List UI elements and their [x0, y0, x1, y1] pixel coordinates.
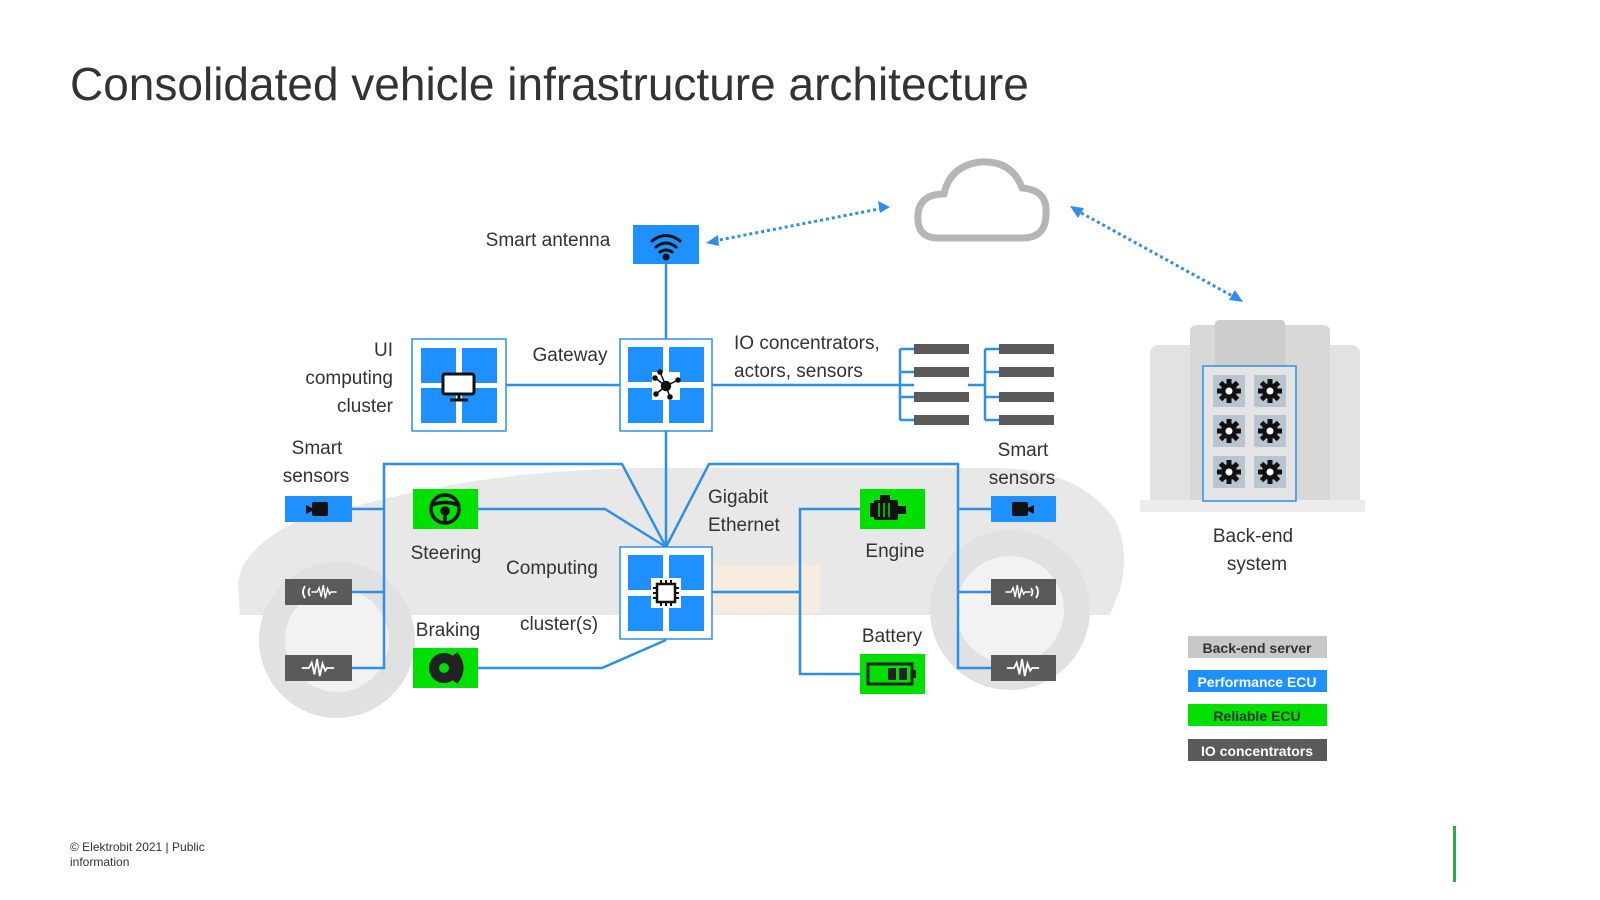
smart-antenna-node	[633, 225, 699, 264]
camera-sensor-left	[285, 496, 352, 522]
svg-text:IO concentrators: IO concentrators	[1201, 743, 1313, 759]
legend: Back-end server Performance ECU Reliable…	[1188, 636, 1327, 761]
radar-pulse-icon	[1004, 584, 1039, 599]
svg-text:computing: computing	[305, 368, 393, 389]
svg-text:Back-end: Back-end	[1213, 526, 1293, 547]
smart-antenna-label: Smart antenna	[486, 230, 611, 251]
svg-text:Performance ECU: Performance ECU	[1197, 674, 1316, 690]
ui-computing-cluster-node	[411, 338, 507, 432]
io-sensor-right-2	[991, 655, 1056, 681]
wireless-link-antenna-cloud	[706, 201, 890, 246]
battery-icon	[866, 662, 916, 686]
camera-sensor-right	[991, 496, 1056, 522]
svg-text:Back-end server: Back-end server	[1203, 640, 1313, 656]
clusters-label: cluster(s)	[520, 614, 598, 635]
camera-icon	[306, 502, 328, 516]
hub-icon	[652, 369, 681, 400]
io-concentrators-label: IO concentrators, actors, sensors	[734, 333, 880, 382]
battery-ecu	[860, 654, 925, 694]
backend-label: Back-end system	[1213, 526, 1293, 575]
svg-text:© Elektrobit 2021 | Public: © Elektrobit 2021 | Public	[70, 840, 205, 854]
svg-text:sensors: sensors	[989, 468, 1056, 489]
ethernet-network-lines	[352, 264, 999, 676]
io-concentrator-group	[914, 344, 1054, 425]
svg-text:Smart: Smart	[292, 438, 343, 459]
engine-label: Engine	[865, 541, 924, 562]
io-sensor-left-2	[285, 655, 352, 681]
smart-sensors-right-label: Smart sensors	[989, 440, 1056, 489]
svg-text:Reliable ECU: Reliable ECU	[1213, 708, 1300, 724]
svg-text:actors, sensors: actors, sensors	[734, 361, 863, 382]
radar-pulse-icon	[302, 584, 338, 599]
steering-ecu	[413, 489, 478, 529]
battery-label: Battery	[862, 626, 923, 647]
svg-text:system: system	[1227, 554, 1287, 575]
camera-icon	[1012, 502, 1034, 516]
computing-label: Computing	[506, 558, 598, 579]
braking-ecu	[413, 648, 478, 688]
svg-text:Gigabit: Gigabit	[708, 487, 769, 508]
page-title: Consolidated vehicle infrastructure arch…	[70, 58, 1029, 110]
svg-text:Smart: Smart	[998, 440, 1049, 461]
gigabit-ethernet-label: Gigabit Ethernet	[708, 487, 781, 536]
footer-copyright: © Elektrobit 2021 | Public information	[70, 840, 205, 869]
brake-disc-icon	[429, 652, 464, 684]
engine-icon	[870, 495, 906, 520]
legend-item-performance-ecu: Performance ECU	[1188, 670, 1327, 692]
chip-icon	[651, 578, 681, 608]
svg-text:cluster: cluster	[337, 396, 394, 417]
svg-text:Ethernet: Ethernet	[708, 515, 781, 536]
legend-item-io-concentrators: IO concentrators	[1188, 739, 1327, 761]
computing-cluster-node	[619, 546, 713, 640]
svg-text:sensors: sensors	[283, 466, 350, 487]
gateway-label: Gateway	[533, 345, 608, 366]
backend-server-node	[1202, 365, 1297, 502]
gear-icon	[1213, 375, 1286, 488]
monitor-icon	[441, 372, 476, 402]
accent-bar	[1453, 826, 1456, 882]
wifi-icon	[650, 234, 682, 261]
legend-item-reliable-ecu: Reliable ECU	[1188, 704, 1327, 726]
engine-ecu	[860, 489, 925, 529]
steering-wheel-icon	[429, 493, 461, 525]
braking-label: Braking	[416, 620, 480, 641]
svg-text:information: information	[70, 855, 129, 869]
steering-label: Steering	[411, 543, 482, 564]
wireless-link-cloud-backend	[1070, 206, 1243, 302]
io-sensor-left-1	[285, 579, 352, 605]
ui-cluster-label: UI computing cluster	[305, 340, 393, 417]
gateway-node	[619, 338, 713, 432]
io-sensor-right-1	[991, 579, 1056, 605]
legend-item-backend-server: Back-end server	[1188, 636, 1327, 658]
smart-sensors-left-label: Smart sensors	[283, 438, 350, 487]
svg-text:UI: UI	[374, 340, 393, 361]
cloud-icon	[914, 158, 1050, 242]
svg-text:IO concentrators,: IO concentrators,	[734, 333, 880, 354]
